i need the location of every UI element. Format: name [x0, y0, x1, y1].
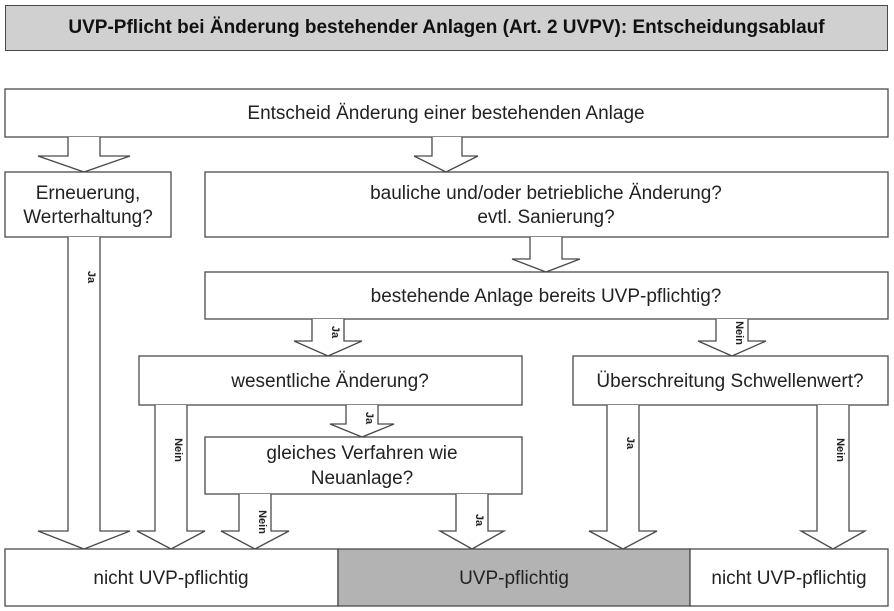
arrow-top-to-erneuerung: [37, 137, 131, 173]
outcome-left-box: [4, 548, 339, 607]
node-erneuerung-line1: Erneuerung,: [36, 183, 141, 204]
label-bestehend-ja: Ja: [329, 326, 341, 339]
node-ueberschreitung-box: [572, 355, 889, 406]
arrow-wesentlich-nein: [136, 405, 206, 550]
arrow-ueberschreitung-ja: [588, 405, 658, 550]
outcome-right-box: [689, 548, 889, 607]
arrow-bestehend-nein: [697, 319, 767, 357]
node-ueberschreitung-text: Überschreitung Schwellenwert?: [596, 371, 863, 392]
label-verfahren-ja: Ja: [473, 514, 485, 527]
node-bestehend-text: bestehende Anlage bereits UVP-pflichtig?: [371, 286, 722, 307]
node-baulich-box: [204, 171, 889, 238]
node-wesentlich-box: [138, 355, 523, 406]
label-ueberschreitung-ja: Ja: [624, 437, 636, 450]
arrow-baulich-to-bestehend: [511, 237, 581, 273]
outcome-left-text: nicht UVP-pflichtig: [93, 568, 248, 589]
outcome-right-text: nicht UVP-pflichtig: [711, 568, 866, 589]
node-erneuerung-line2: Werterhaltung?: [23, 207, 153, 228]
node-verfahren-line2: Neuanlage?: [311, 468, 413, 489]
node-bestehend-box: [204, 271, 889, 320]
node-baulich-line2: evtl. Sanierung?: [477, 207, 614, 228]
node-entscheid-text: Entscheid Änderung einer bestehenden Anl…: [247, 103, 644, 124]
arrow-top-to-baulich: [413, 137, 479, 173]
arrow-bestehend-ja: [293, 319, 363, 357]
outcome-middle-box: [337, 548, 691, 607]
node-verfahren-line1: gleiches Verfahren wie: [266, 443, 457, 464]
label-ueberschreitung-nein: Nein: [834, 438, 846, 462]
arrow-erneuerung-ja: [37, 237, 131, 550]
diagram-title-text: UVP-Pflicht bei Änderung bestehender Anl…: [68, 17, 825, 38]
label-bestehend-nein: Nein: [733, 321, 745, 345]
node-wesentlich-text: wesentliche Änderung?: [230, 371, 429, 392]
label-wesentlich-nein: Nein: [172, 438, 184, 462]
node-baulich-line1: bauliche und/oder betriebliche Änderung?: [370, 183, 722, 204]
label-verfahren-nein: Nein: [256, 510, 268, 534]
arrow-verfahren-ja: [437, 494, 507, 550]
node-verfahren-box: [204, 436, 523, 495]
outcome-middle-text: UVP-pflichtig: [459, 568, 569, 589]
arrow-ueberschreitung-nein: [798, 405, 868, 550]
node-erneuerung-box: [4, 171, 172, 238]
arrow-verfahren-nein: [220, 494, 290, 550]
arrow-wesentlich-ja: [329, 405, 395, 438]
label-erneuerung-ja: Ja: [85, 271, 97, 284]
diagram-title: UVP-Pflicht bei Änderung bestehender Anl…: [5, 5, 888, 51]
label-wesentlich-ja: Ja: [363, 412, 375, 425]
